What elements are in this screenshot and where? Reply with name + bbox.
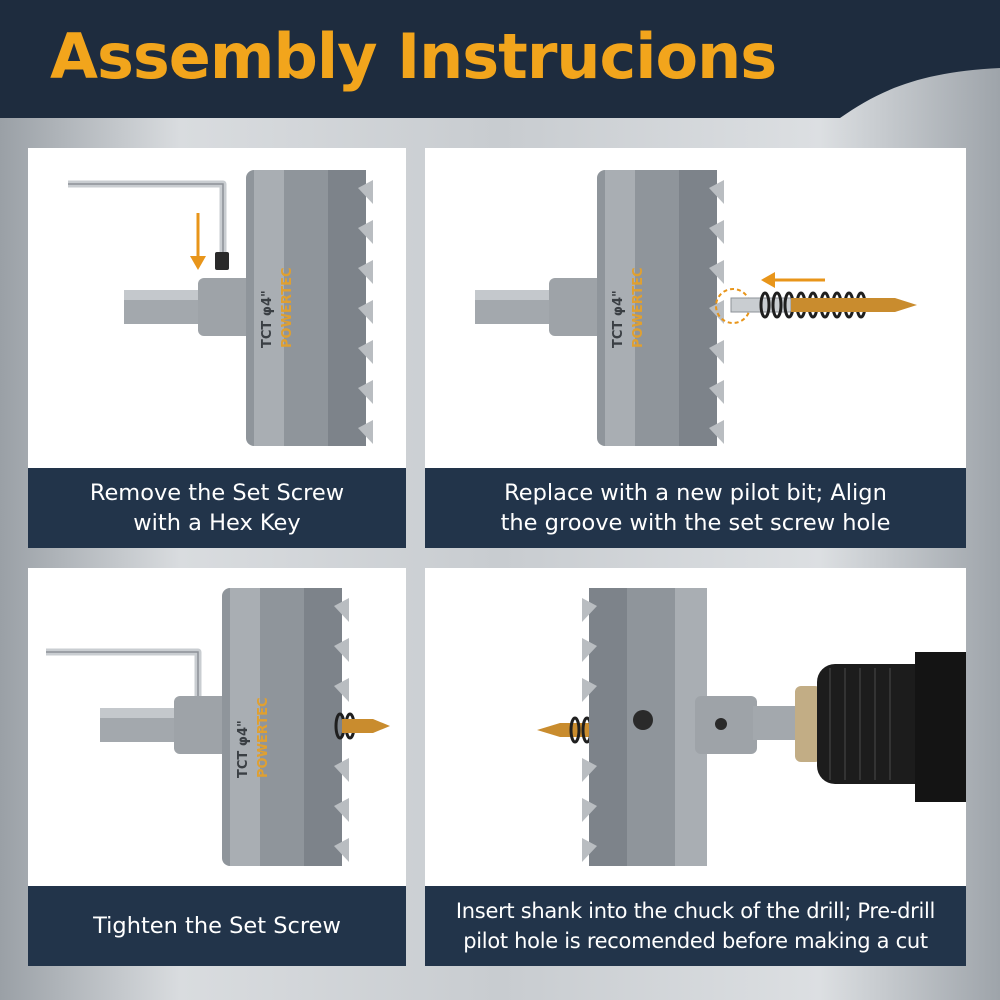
header-band [0,0,1000,118]
brand-label: POWERTEC [631,267,646,348]
size-label: TCT φ4" [260,290,275,348]
hole-saw-hex-key-icon: POWERTEC TCT φ4" [68,170,373,446]
hole-saw-pilot-bit-icon: POWERTEC TCT φ4" [475,170,917,446]
step-caption-4: Insert shank into the chuck of the drill… [425,886,966,966]
step-panel-1: POWERTEC TCT φ4" Remove the Set Screw wi… [28,148,406,548]
step-caption-3: Tighten the Set Screw [28,886,406,966]
brand-label: POWERTEC [256,697,271,778]
size-label: TCT φ4" [236,720,251,778]
step-panel-3: POWERTEC TCT φ4" Tighten the Set Screw [28,568,406,966]
size-label: TCT φ4" [611,290,626,348]
hole-saw-drill-chuck-icon [537,588,966,866]
step-panel-2: POWERTEC TCT φ4" Replace with a new pilo… [425,148,966,548]
hole-saw-tighten-icon: POWERTEC TCT φ4" [46,588,390,866]
step-caption-2: Replace with a new pilot bit; Align the … [425,468,966,548]
step-caption-1: Remove the Set Screw with a Hex Key [28,468,406,548]
page-title: Assembly Instrucions [50,20,777,93]
step-panel-4: Insert shank into the chuck of the drill… [425,568,966,966]
brand-label: POWERTEC [280,267,295,348]
